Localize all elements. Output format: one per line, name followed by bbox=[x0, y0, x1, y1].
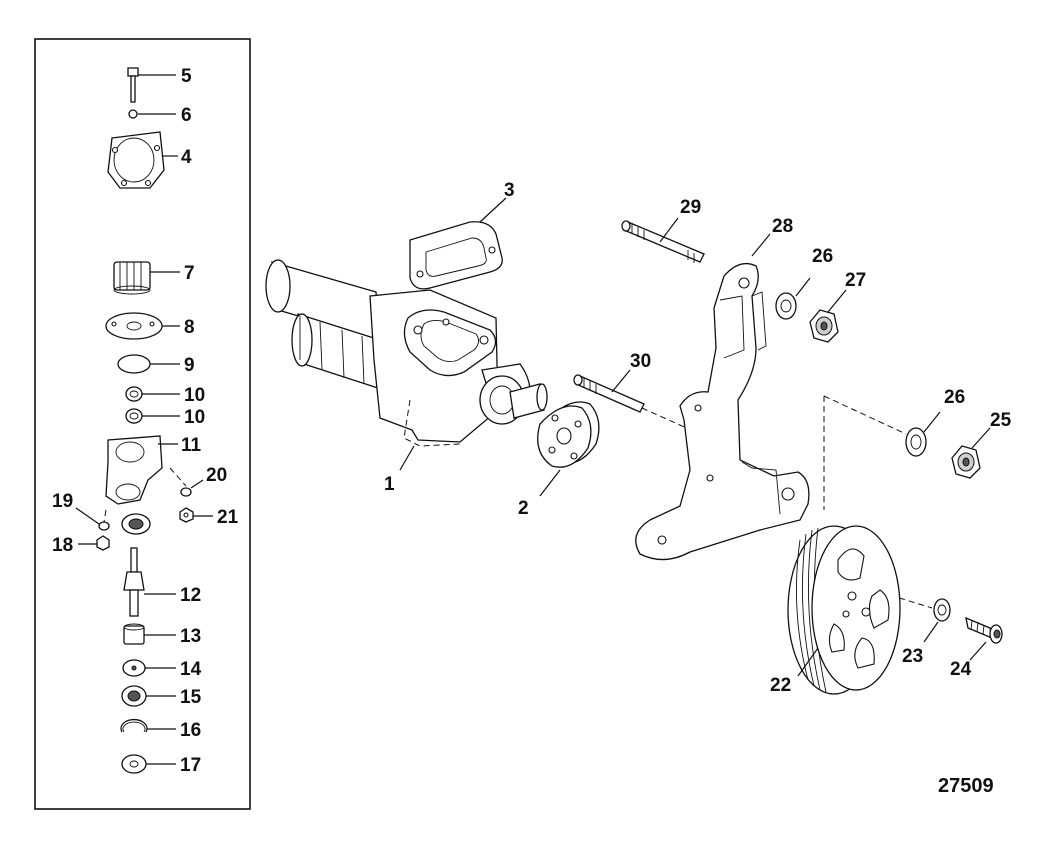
callout-26-upper: 26 bbox=[812, 246, 833, 267]
callout-29: 29 bbox=[680, 197, 701, 218]
callout-21: 21 bbox=[217, 507, 239, 528]
part-8-wear-plate bbox=[105, 312, 180, 340]
part-5-screw bbox=[127, 67, 176, 103]
callout-25: 25 bbox=[990, 410, 1012, 431]
part-9-o-ring bbox=[117, 354, 180, 374]
part-17-washer bbox=[121, 754, 176, 774]
part-23-washer bbox=[923, 598, 951, 643]
callout-23: 23 bbox=[902, 646, 923, 667]
part-26-washer-lower bbox=[905, 411, 941, 457]
part-bearing-under-11 bbox=[121, 513, 151, 535]
callout-19: 19 bbox=[52, 491, 73, 512]
callout-26-lower: 26 bbox=[944, 387, 965, 408]
part-4-pump-cover bbox=[107, 131, 178, 189]
part-28-mounting-bracket bbox=[635, 233, 810, 561]
part-14-washer bbox=[122, 659, 176, 677]
callout-10-upper: 10 bbox=[184, 385, 205, 406]
callout-11: 11 bbox=[181, 435, 202, 456]
part-7-impeller bbox=[113, 261, 180, 295]
part-19-washer bbox=[75, 507, 110, 531]
part-15-bearing bbox=[121, 685, 176, 707]
part-12-shaft bbox=[123, 547, 176, 617]
callout-18: 18 bbox=[52, 535, 73, 556]
part-22-drive-pulley bbox=[787, 525, 901, 695]
part-26-washer-upper bbox=[775, 277, 811, 320]
assembly-dashed-lines bbox=[823, 395, 933, 609]
callout-labels: 5 6 4 7 8 9 10 10 11 20 19 21 18 12 13 1… bbox=[52, 66, 1012, 797]
callout-10-lower: 10 bbox=[184, 407, 205, 428]
callout-17: 17 bbox=[180, 755, 201, 776]
part-24-bolt bbox=[965, 616, 1003, 661]
callout-3: 3 bbox=[504, 180, 515, 201]
callout-1: 1 bbox=[384, 474, 395, 495]
callout-30: 30 bbox=[630, 351, 651, 372]
part-20-washer bbox=[169, 467, 204, 497]
part-3-gasket bbox=[409, 197, 507, 290]
callout-2: 2 bbox=[518, 498, 529, 519]
callout-24: 24 bbox=[950, 659, 972, 680]
callout-13: 13 bbox=[180, 626, 201, 647]
callout-22: 22 bbox=[770, 675, 791, 696]
part-10-seal-upper bbox=[125, 386, 180, 402]
callout-15: 15 bbox=[180, 687, 202, 708]
part-18-nut bbox=[78, 535, 110, 551]
callout-7: 7 bbox=[184, 263, 195, 284]
part-6-washer bbox=[128, 109, 176, 119]
figure-id: 27509 bbox=[938, 775, 994, 797]
callout-12: 12 bbox=[180, 585, 201, 606]
part-11-pump-housing bbox=[105, 435, 178, 505]
callout-20: 20 bbox=[206, 465, 227, 486]
callout-9: 9 bbox=[184, 355, 195, 376]
callout-5: 5 bbox=[181, 66, 192, 87]
callout-6: 6 bbox=[181, 105, 192, 126]
callout-4: 4 bbox=[181, 147, 192, 168]
callout-14: 14 bbox=[180, 659, 202, 680]
part-29-stud bbox=[621, 217, 705, 263]
callout-16: 16 bbox=[180, 720, 201, 741]
part-13-sleeve bbox=[123, 623, 176, 645]
callout-28: 28 bbox=[772, 216, 793, 237]
part-16-snap-ring bbox=[120, 718, 176, 733]
part-1-seawater-pump bbox=[265, 259, 548, 471]
part-2-pulley-hub bbox=[537, 401, 600, 497]
callout-8: 8 bbox=[184, 317, 195, 338]
callout-27: 27 bbox=[845, 270, 866, 291]
part-10-seal-lower bbox=[125, 408, 180, 424]
part-21-nut bbox=[179, 507, 213, 523]
part-25-nut bbox=[951, 427, 991, 479]
part-27-nut bbox=[809, 289, 847, 343]
